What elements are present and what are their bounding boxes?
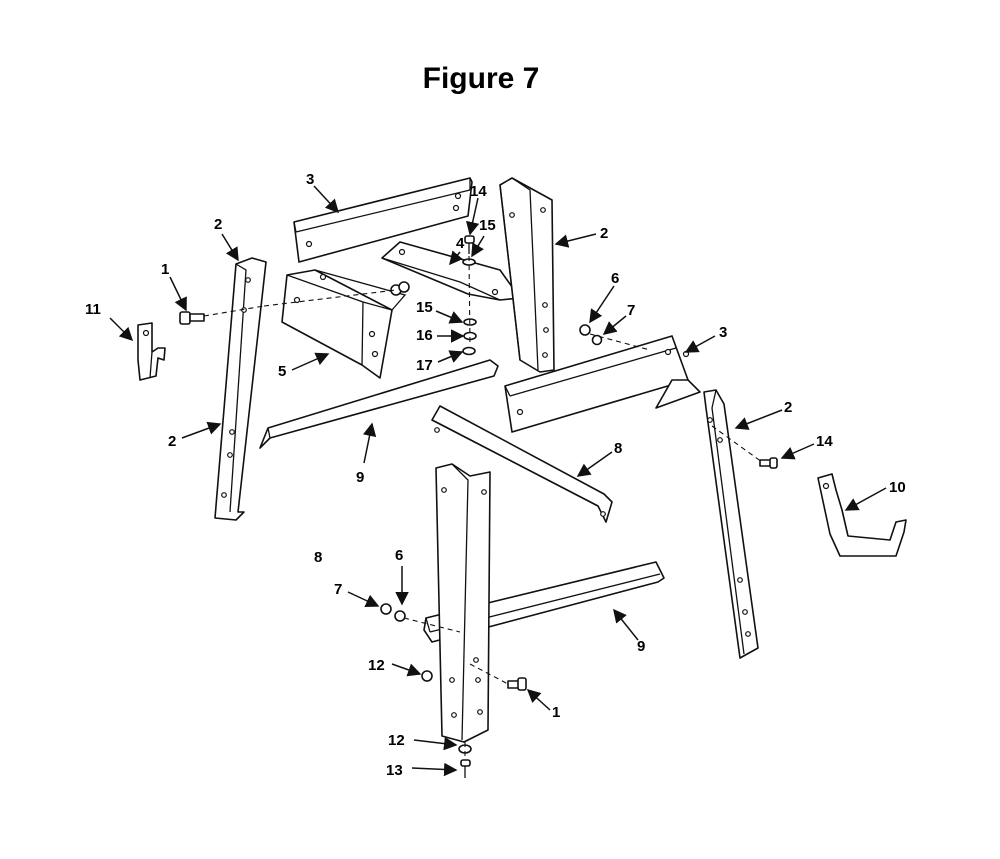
- callout-11: 11: [85, 301, 101, 318]
- callout-8-lower: 8: [314, 549, 322, 566]
- nut-6-top: [579, 324, 591, 336]
- callout-1-bottom: 1: [552, 704, 560, 721]
- callout-arrows: [109, 185, 887, 777]
- callout-13: 13: [386, 762, 403, 779]
- bolt-1-top: [179, 311, 205, 325]
- top-stretcher-front: [504, 335, 701, 433]
- leg-hook-small: [137, 322, 166, 381]
- callout-3-front: 3: [719, 324, 727, 341]
- callout-9-upper: 9: [356, 469, 364, 486]
- callout-1-top: 1: [161, 261, 169, 278]
- callout-labels: 1 2 3 4 14 15 2 11 5 15 16 17 6 7 3 2 9 …: [85, 171, 906, 779]
- callout-7-top: 7: [627, 302, 635, 319]
- callout-14-top: 14: [470, 183, 487, 200]
- callout-2-front-right: 2: [784, 399, 792, 416]
- callout-9-lower: 9: [637, 638, 645, 655]
- leg-rear-right: [499, 177, 555, 373]
- callout-3-rear: 3: [306, 171, 314, 188]
- nut-17: [462, 346, 476, 356]
- side-bracket: [281, 269, 407, 379]
- callout-2-rear-right: 2: [600, 225, 608, 242]
- callout-12-bottom: 12: [388, 732, 405, 749]
- callout-14-right: 14: [816, 433, 833, 450]
- callout-10: 10: [889, 479, 906, 496]
- top-stretcher-rear: [293, 177, 473, 263]
- stretcher-8-upper: [431, 405, 613, 523]
- callout-7-bottom: 7: [334, 581, 342, 598]
- leg-rear-left: [214, 257, 267, 521]
- leg-front-right: [703, 389, 759, 659]
- callout-2-rear-left: 2: [214, 216, 222, 233]
- nut-12-side: [421, 670, 433, 682]
- callout-12-side: 12: [368, 657, 385, 674]
- side-stretcher-upper: [259, 359, 499, 449]
- washer-7-top: [591, 334, 603, 346]
- bolt-13: [460, 759, 471, 778]
- bolt-14-right: [759, 457, 778, 469]
- callout-6-bottom: 6: [395, 547, 403, 564]
- callout-6-top: 6: [611, 270, 619, 287]
- nut-7-bottom: [380, 603, 392, 615]
- callout-5: 5: [278, 363, 286, 380]
- washer-6-bottom: [394, 610, 406, 622]
- figure-title: Figure 7: [422, 62, 540, 95]
- callout-15-top: 15: [479, 217, 496, 234]
- callout-2-front-left-leg: 2: [168, 433, 176, 450]
- callout-15-mid: 15: [416, 299, 433, 316]
- callout-16: 16: [416, 327, 433, 344]
- bolt-1-bottom: [507, 677, 527, 691]
- assembly-lines: [203, 255, 763, 760]
- callout-8-upper: 8: [614, 440, 622, 457]
- callout-17: 17: [416, 357, 433, 374]
- leg-hook-large: [817, 473, 907, 557]
- callout-4: 4: [456, 235, 465, 252]
- nuts-5: [390, 281, 410, 296]
- bolt-14-top: [464, 235, 475, 254]
- leg-front-left: [435, 463, 491, 743]
